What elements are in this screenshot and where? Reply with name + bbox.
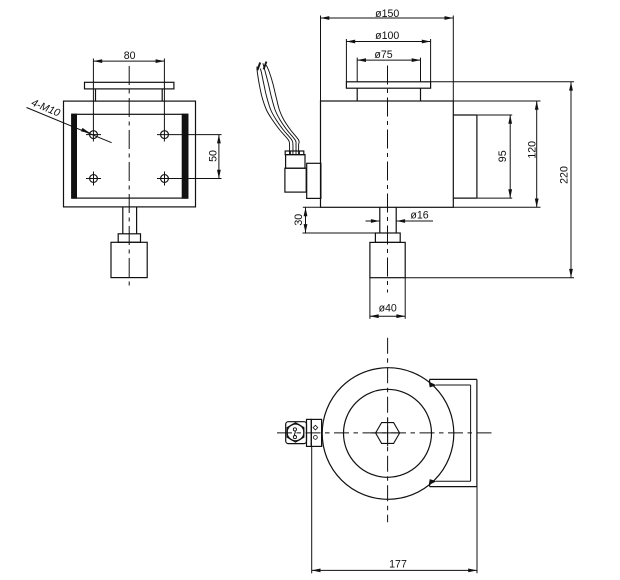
svg-text:177: 177: [389, 559, 407, 571]
svg-text:30: 30: [293, 214, 305, 226]
svg-text:ø16: ø16: [410, 210, 428, 222]
svg-text:95: 95: [497, 150, 509, 162]
svg-text:ø40: ø40: [379, 303, 397, 315]
svg-text:220: 220: [559, 166, 571, 184]
svg-text:50: 50: [208, 150, 220, 162]
svg-text:ø75: ø75: [374, 49, 392, 61]
svg-text:120: 120: [527, 141, 539, 159]
svg-text:ø100: ø100: [375, 30, 399, 42]
svg-text:4-M10: 4-M10: [29, 97, 61, 120]
svg-text:ø150: ø150: [375, 8, 399, 20]
svg-text:80: 80: [124, 50, 136, 62]
